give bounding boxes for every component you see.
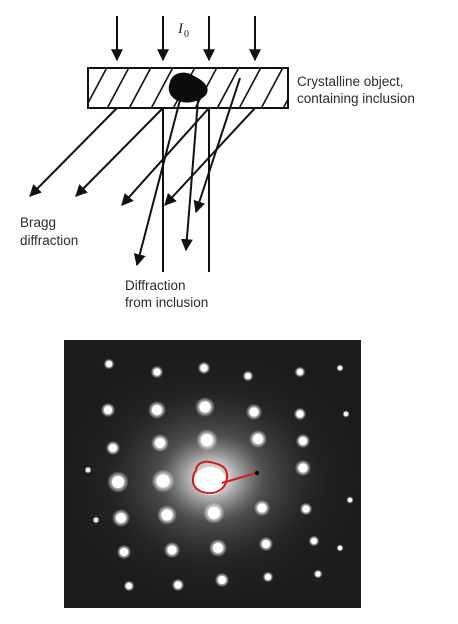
diffraction-spot [338, 366, 342, 370]
diffraction-spot [112, 476, 124, 488]
diffraction-spot [344, 412, 348, 416]
diffraction-spot [86, 468, 90, 472]
diffraction-spot [315, 571, 321, 577]
diffraction-spot [152, 405, 162, 415]
object-label-line2: containing inclusion [297, 91, 415, 106]
diffraction-spot [201, 434, 213, 446]
diffraction-spot [156, 474, 170, 488]
diffraction-spot [245, 373, 251, 379]
diffraction-spot [155, 438, 165, 448]
inclusion-label-line2: from inclusion [125, 295, 208, 310]
diffraction-spot [297, 369, 303, 375]
diffraction-spot [208, 507, 220, 519]
schematic: I 0 [20, 16, 415, 310]
diffraction-spot [262, 540, 270, 548]
object-label-line1: Crystalline object, [297, 74, 404, 89]
inclusion-diffracted-beams [133, 77, 241, 267]
central-spot [194, 467, 226, 495]
diffraction-spot [153, 368, 161, 376]
diffraction-spot [298, 463, 308, 473]
diffraction-spot [116, 513, 126, 523]
diffraction-spot [167, 545, 177, 555]
diffraction-spot [348, 498, 352, 502]
bragg-label-line1: Bragg [20, 215, 56, 230]
diffraction-spot [200, 364, 208, 372]
diffraction-spot [249, 407, 259, 417]
inclusion-outline [191, 460, 229, 495]
incident-beams [111, 16, 261, 62]
diffraction-spot [265, 574, 271, 580]
diffraction-spot [161, 509, 173, 521]
diffraction-spot [253, 434, 263, 444]
diffraction-spots [84, 358, 354, 592]
inclusion-blob [168, 72, 208, 103]
diffraction-spot [257, 503, 267, 513]
diffraction-spot [126, 583, 132, 589]
inclusion-spot-marker [254, 470, 260, 476]
diffraction-spot [104, 406, 112, 414]
inclusion-pointer [221, 472, 257, 484]
diffraction-spot [338, 546, 342, 550]
incident-beam-subscript: 0 [184, 29, 189, 40]
diffraction-spot [311, 538, 317, 544]
diffraction-spot [174, 581, 182, 589]
diffraction-spot [296, 410, 304, 418]
diffraction-pattern [62, 340, 362, 608]
diffraction-spot [218, 576, 226, 584]
diffraction-spot [199, 401, 211, 413]
diffraction-spot [213, 543, 223, 553]
transmitted-beams [162, 108, 210, 272]
diffraction-spot [106, 361, 112, 367]
inclusion-label-line1: Diffraction [125, 278, 186, 293]
incident-beam-label: I [177, 21, 184, 37]
diffraction-spot [302, 505, 310, 513]
diffraction-spot [109, 444, 117, 452]
diffraction-spot [299, 437, 307, 445]
diffraction-spot [120, 548, 128, 556]
bragg-label-line2: diffraction [20, 233, 78, 248]
bragg-diffracted-beams [29, 107, 256, 206]
diffraction-spot [94, 518, 98, 522]
